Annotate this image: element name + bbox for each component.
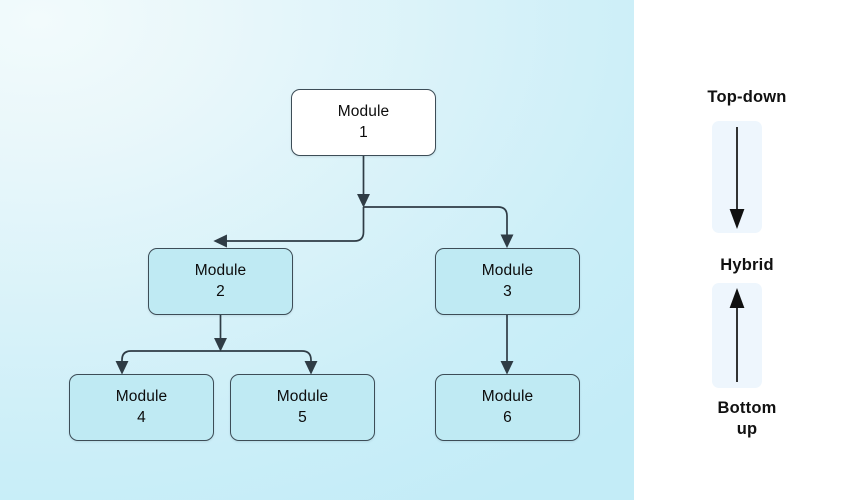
- node-label: Module: [194, 262, 247, 280]
- node-module-4[interactable]: Module 4: [69, 374, 214, 441]
- node-number: 3: [503, 282, 512, 300]
- tree-diagram-panel: Module 1 Module 2 Module 3 Module 4 Modu…: [0, 0, 634, 500]
- arrow-up-icon: [729, 288, 745, 382]
- node-number: 4: [137, 408, 146, 426]
- node-number: 1: [359, 123, 368, 141]
- node-module-6[interactable]: Module 6: [435, 374, 580, 441]
- legend-bottom-up-line1: Bottom: [717, 399, 777, 417]
- node-number: 6: [503, 408, 512, 426]
- node-label: Module: [481, 388, 534, 406]
- node-module-3[interactable]: Module 3: [435, 248, 580, 315]
- legend-hybrid-label: Hybrid: [720, 256, 774, 274]
- edge-m2-m4: [115, 350, 221, 375]
- bottom-up-arrow-slot: [712, 283, 762, 388]
- node-module-5[interactable]: Module 5: [230, 374, 375, 441]
- node-number: 5: [298, 408, 307, 426]
- legend-bottom-up-label: Bottom up: [634, 398, 860, 439]
- top-down-arrow-slot: [712, 121, 762, 233]
- legend-top-down-label: Top-down: [707, 88, 787, 106]
- node-label: Module: [337, 103, 390, 121]
- node-number: 2: [216, 282, 225, 300]
- node-label: Module: [115, 388, 168, 406]
- node-label: Module: [481, 262, 534, 280]
- node-module-2[interactable]: Module 2: [148, 248, 293, 315]
- edge-m2-m5: [220, 350, 318, 375]
- edge-m1-m2: [213, 207, 365, 248]
- legend-bottom-up-line2: up: [736, 419, 758, 438]
- node-label: Module: [276, 388, 329, 406]
- node-module-1[interactable]: Module 1: [291, 89, 436, 156]
- edge-m1-m3: [363, 206, 514, 249]
- arrow-down-icon: [729, 127, 745, 229]
- strategy-legend-panel: Top-down Hybrid Bottom up: [634, 0, 860, 500]
